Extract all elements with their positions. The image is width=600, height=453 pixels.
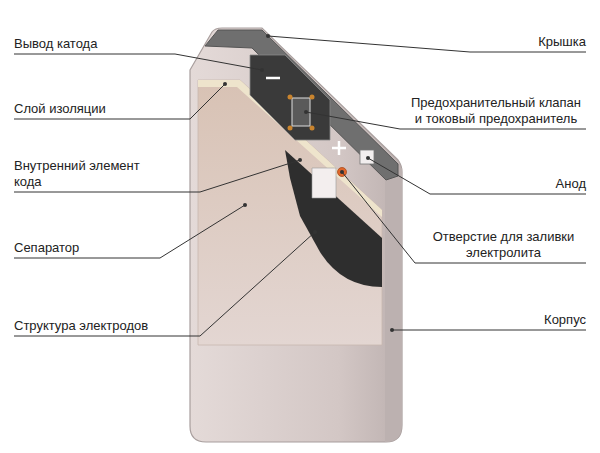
minus-symbol (266, 77, 280, 80)
leader-dot (243, 203, 247, 207)
leader-dot (340, 170, 344, 174)
valve-rivet (288, 126, 293, 131)
plus-symbol (338, 141, 341, 155)
part-label: Анод (556, 176, 586, 192)
leader-dot (304, 110, 308, 114)
terminal-plate (250, 55, 330, 140)
part-label: Предохранительный клапан и токовый предо… (406, 95, 586, 127)
leader-line (14, 84, 225, 119)
battery-case (190, 28, 402, 442)
part-label: Корпус (544, 312, 586, 328)
leader-line (14, 54, 262, 70)
anode-tab (360, 150, 374, 164)
part-label: Внутренний элемент кода (14, 158, 154, 190)
case-side (385, 168, 402, 442)
leader-line (368, 158, 586, 194)
part-label: Крышка (538, 34, 586, 50)
part-label: Вывод катода (14, 36, 97, 52)
leader-line (14, 232, 315, 336)
part-label: Слой изоляции (14, 101, 106, 117)
valve-rivet (310, 126, 315, 131)
leader-dot (260, 68, 264, 72)
part-label: Сепаратор (14, 240, 79, 256)
leader-dot (223, 82, 227, 86)
part-label: Структура электродов (14, 318, 148, 334)
leader-line (392, 330, 586, 331)
leader-dot (298, 158, 302, 162)
safety-valve (292, 98, 310, 126)
leader-dot (366, 156, 370, 160)
leader-line (342, 172, 586, 263)
inner-tab (312, 168, 336, 198)
leader-dot (390, 328, 394, 332)
leader-line (14, 205, 245, 258)
valve-rivet (288, 95, 293, 100)
part-label: Отверстие для заливки электролита (421, 229, 586, 261)
leader-dot (266, 34, 270, 38)
leader-dot (313, 230, 317, 234)
separator-band (285, 150, 382, 287)
valve-rivet (310, 95, 315, 100)
battery-cap (205, 30, 398, 180)
